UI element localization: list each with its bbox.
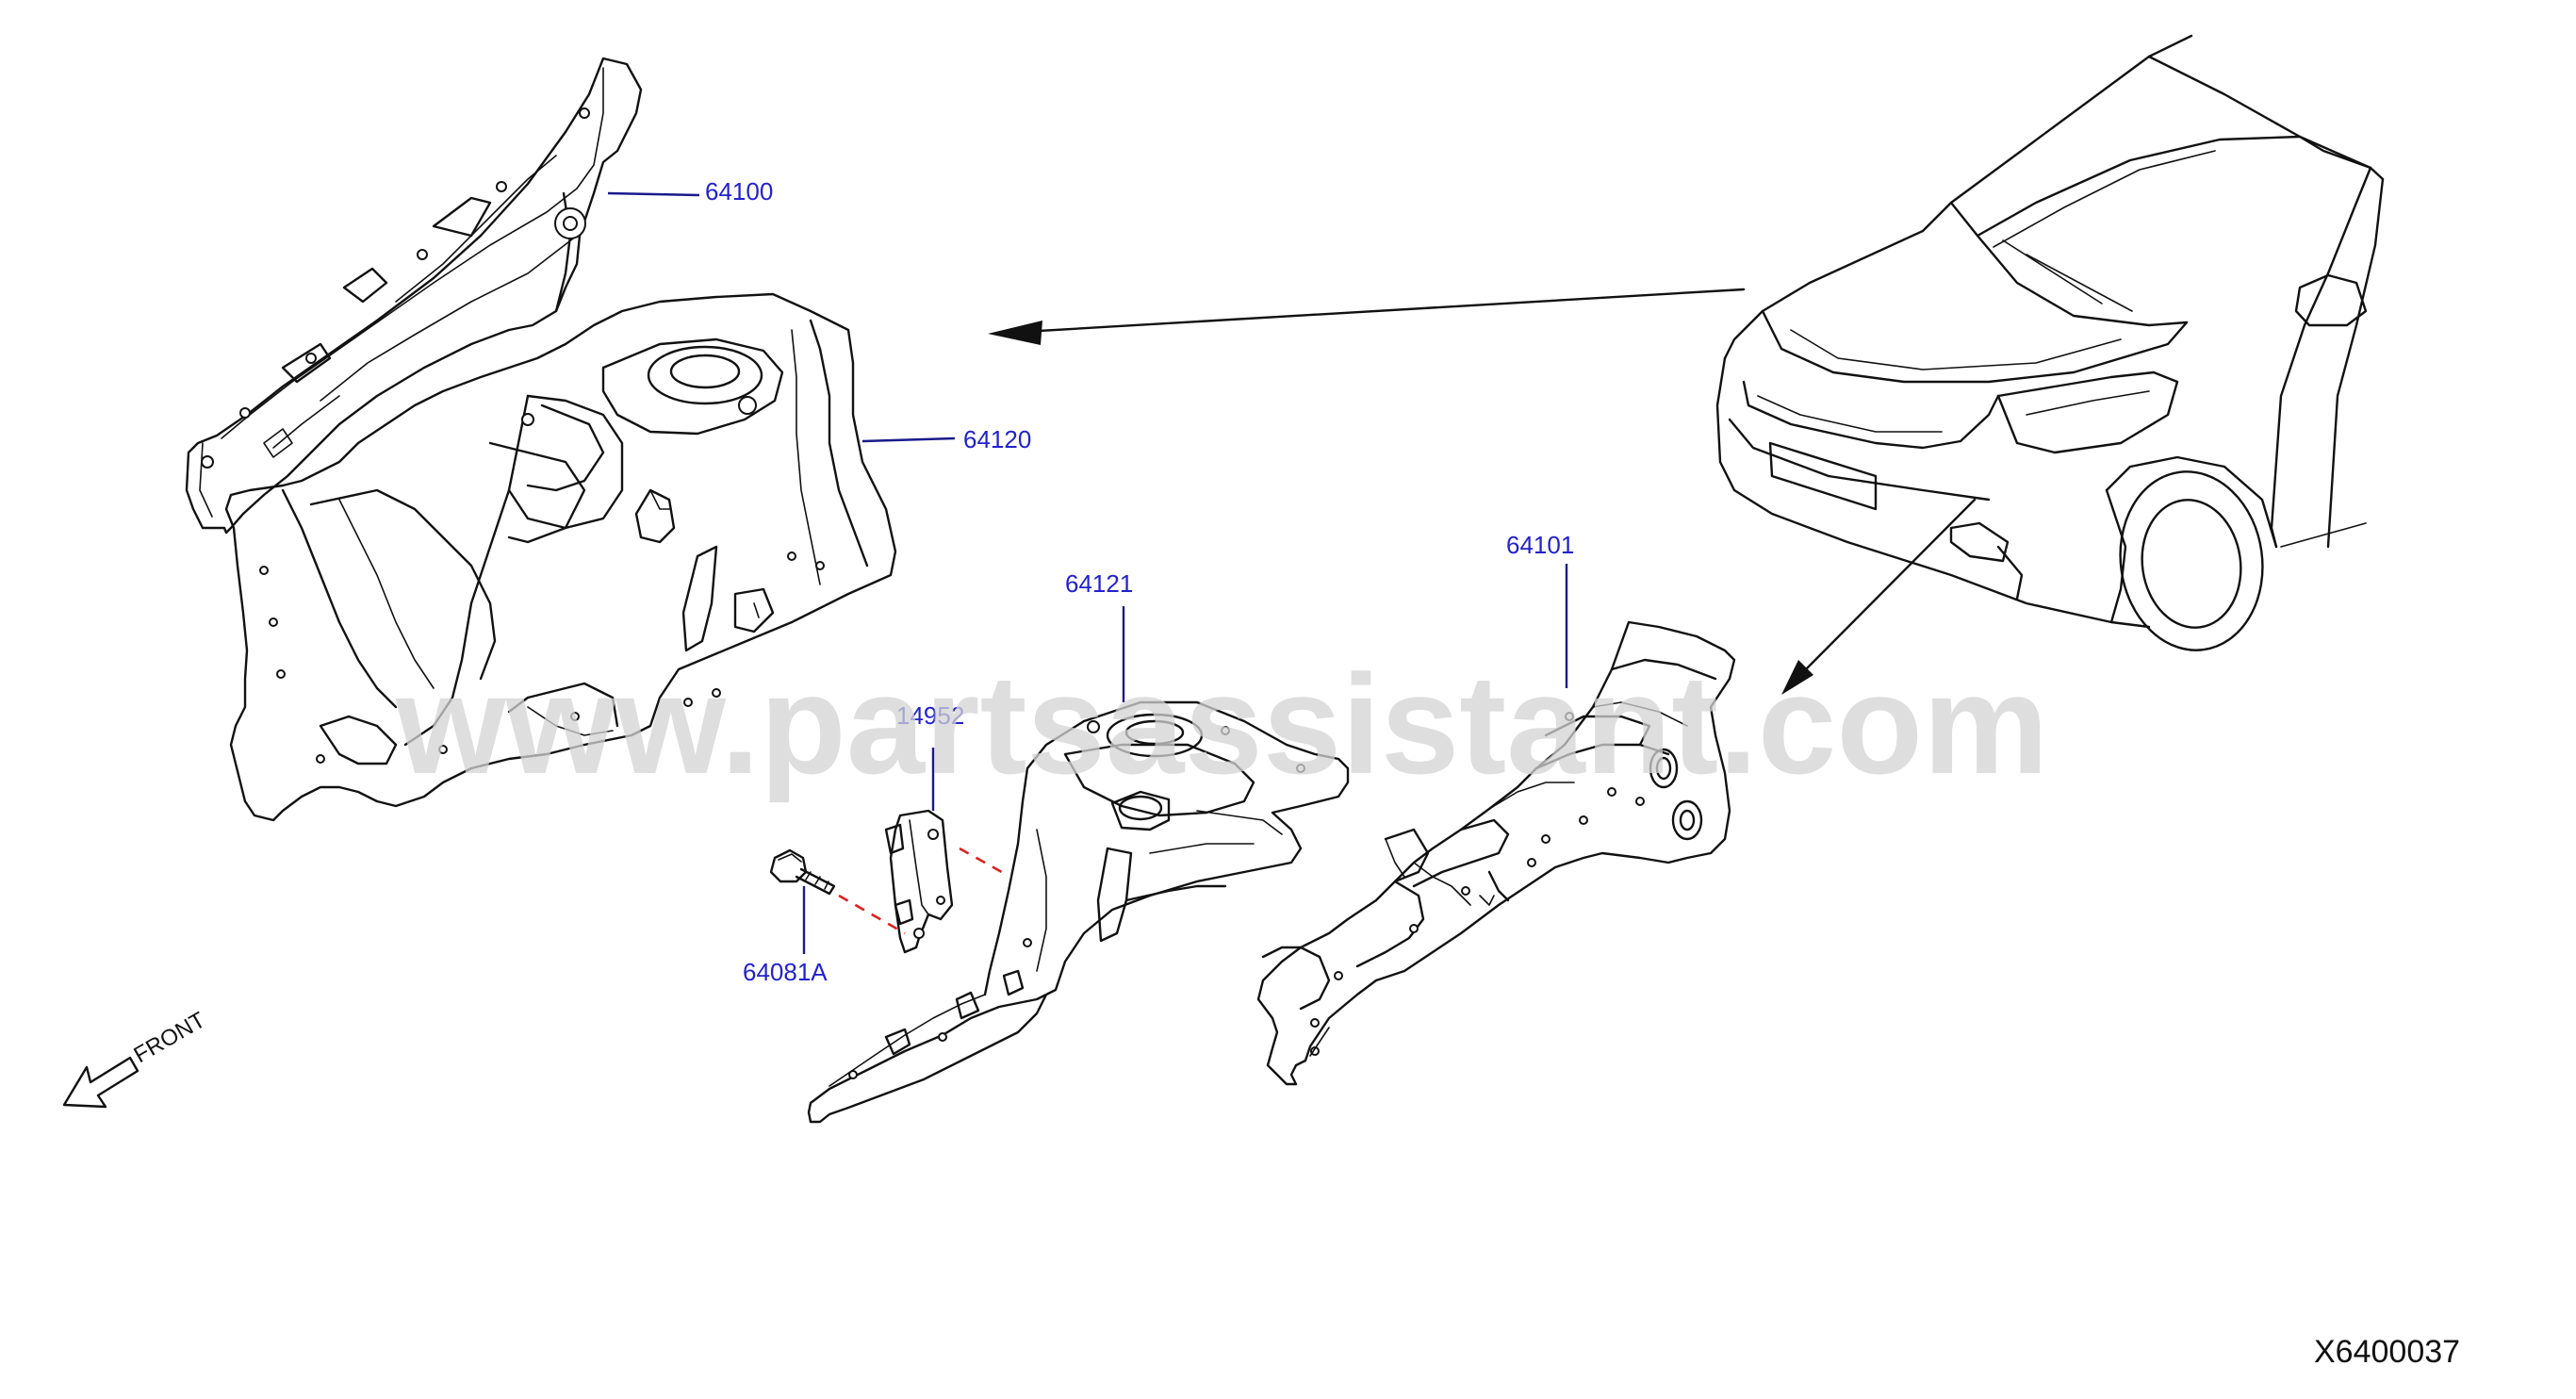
front-label: FRONT xyxy=(130,1007,210,1068)
part-14952-drawing xyxy=(884,809,954,954)
arrowhead-icon xyxy=(988,321,1042,345)
part-64100-drawing xyxy=(185,57,643,535)
part-number-64101[interactable]: 64101 xyxy=(1506,531,1574,559)
arrowhead-icon xyxy=(1781,660,1813,695)
pointer-arrows xyxy=(988,288,1977,695)
part-number-64081a[interactable]: 64081A xyxy=(743,958,828,986)
diagram-code: X6400037 xyxy=(2314,1334,2460,1370)
front-direction-indicator: FRONT xyxy=(62,1007,210,1109)
assembly-dashed-line xyxy=(838,894,906,935)
part-64081a-bolt-drawing xyxy=(769,848,836,896)
part-number-64120[interactable]: 64120 xyxy=(963,425,1031,453)
vehicle-reference-illustration xyxy=(1715,34,2385,651)
part-64121-drawing xyxy=(807,700,1350,1124)
part-number-64100[interactable]: 64100 xyxy=(705,177,773,206)
watermark-text: www.partsassistant.com xyxy=(395,645,2048,803)
part-64101-drawing xyxy=(1256,620,1736,1086)
leader-line-64100 xyxy=(607,191,700,197)
assembly-dashed-line xyxy=(959,847,1008,877)
part-number-14952[interactable]: 14952 xyxy=(896,701,964,730)
part-64120-drawing xyxy=(224,292,897,822)
front-arrow-icon xyxy=(62,1056,139,1109)
part-number-64121[interactable]: 64121 xyxy=(1065,569,1133,598)
leader-line-64120 xyxy=(861,436,956,443)
